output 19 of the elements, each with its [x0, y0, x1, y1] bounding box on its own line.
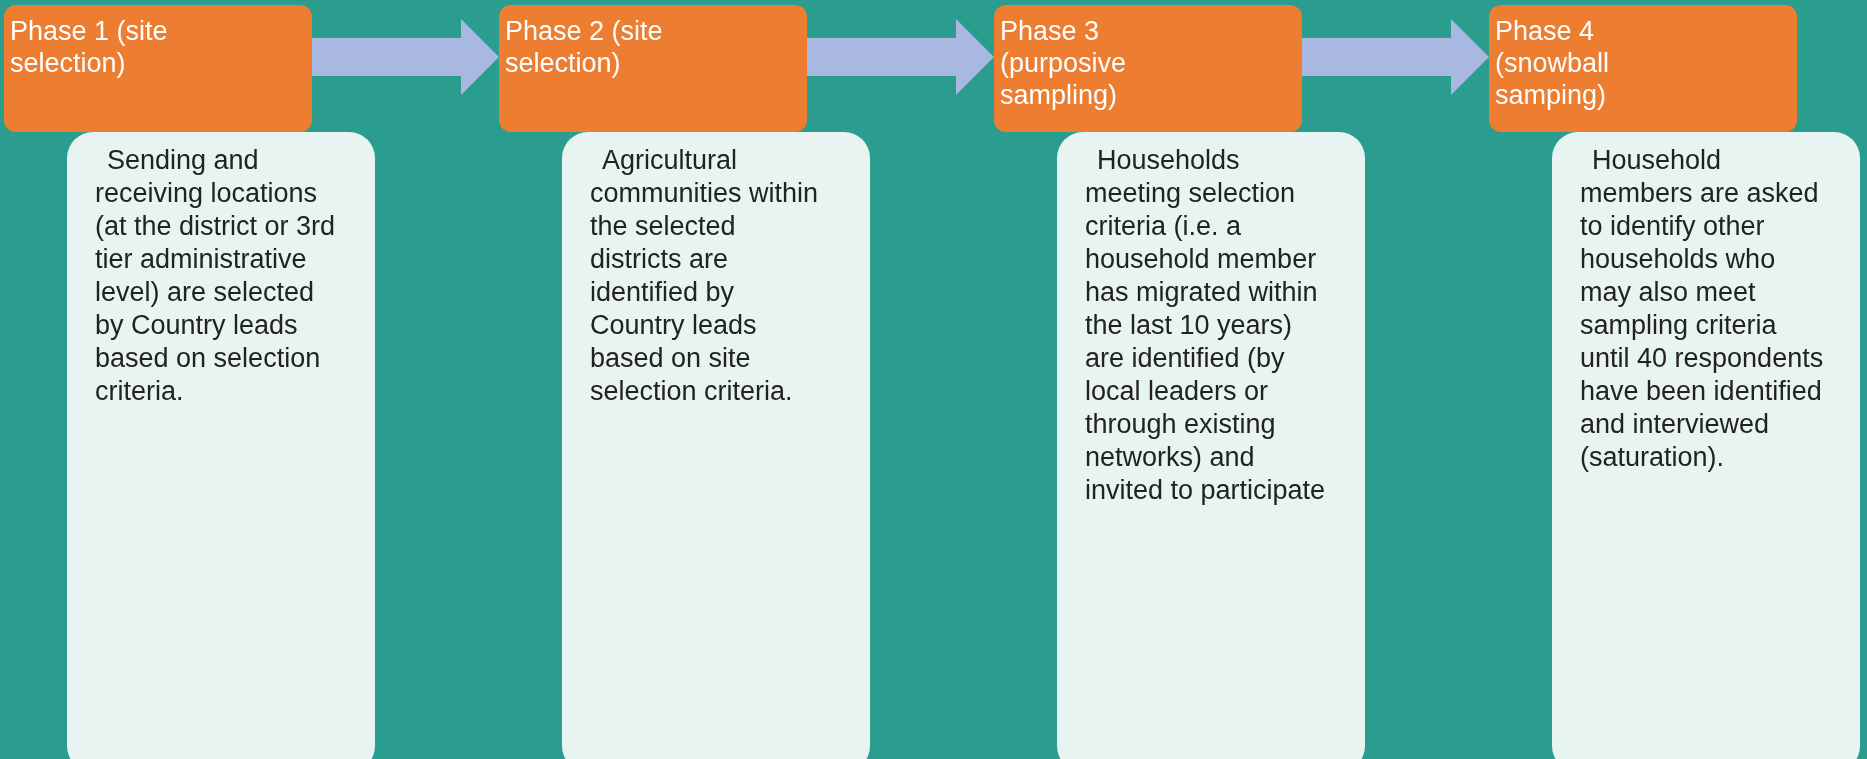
description-text: Sending and receiving locations (at the district or 3rd tier administrative level) are selected by Country leads based on selection criteria. [95, 144, 337, 408]
description-box [67, 132, 375, 759]
phase-title: Phase 1 (site selection) [10, 15, 169, 79]
description-text: Agricultural communities within the selected districts are identified by Country leads based on site selection criteria. [590, 144, 820, 408]
description-text: Households meeting selection criteria (i.e. a household member has migrated within the last 10 years) are identified (by local leaders or through existing networks) and invited to participate [1085, 144, 1327, 507]
phase-box [4, 5, 312, 132]
phase-title: Phase 4 (snowball samping) [1495, 15, 1611, 111]
description-box [1057, 132, 1365, 759]
phase-title: Phase 2 (site selection) [505, 15, 664, 79]
block-arrow [807, 19, 994, 95]
phase-title: Phase 3 (purposive sampling) [1000, 15, 1128, 111]
block-arrow [1302, 19, 1489, 95]
block-arrow [312, 19, 499, 95]
description-text: Household members are asked to identify other households who may also meet sampling criteria until 40 respondents have been identified and interviewed (saturation). [1580, 144, 1824, 474]
phase-box [499, 5, 807, 132]
phase-box [994, 5, 1302, 132]
phase-box [1489, 5, 1797, 132]
description-box [562, 132, 870, 759]
description-box [1552, 132, 1860, 759]
